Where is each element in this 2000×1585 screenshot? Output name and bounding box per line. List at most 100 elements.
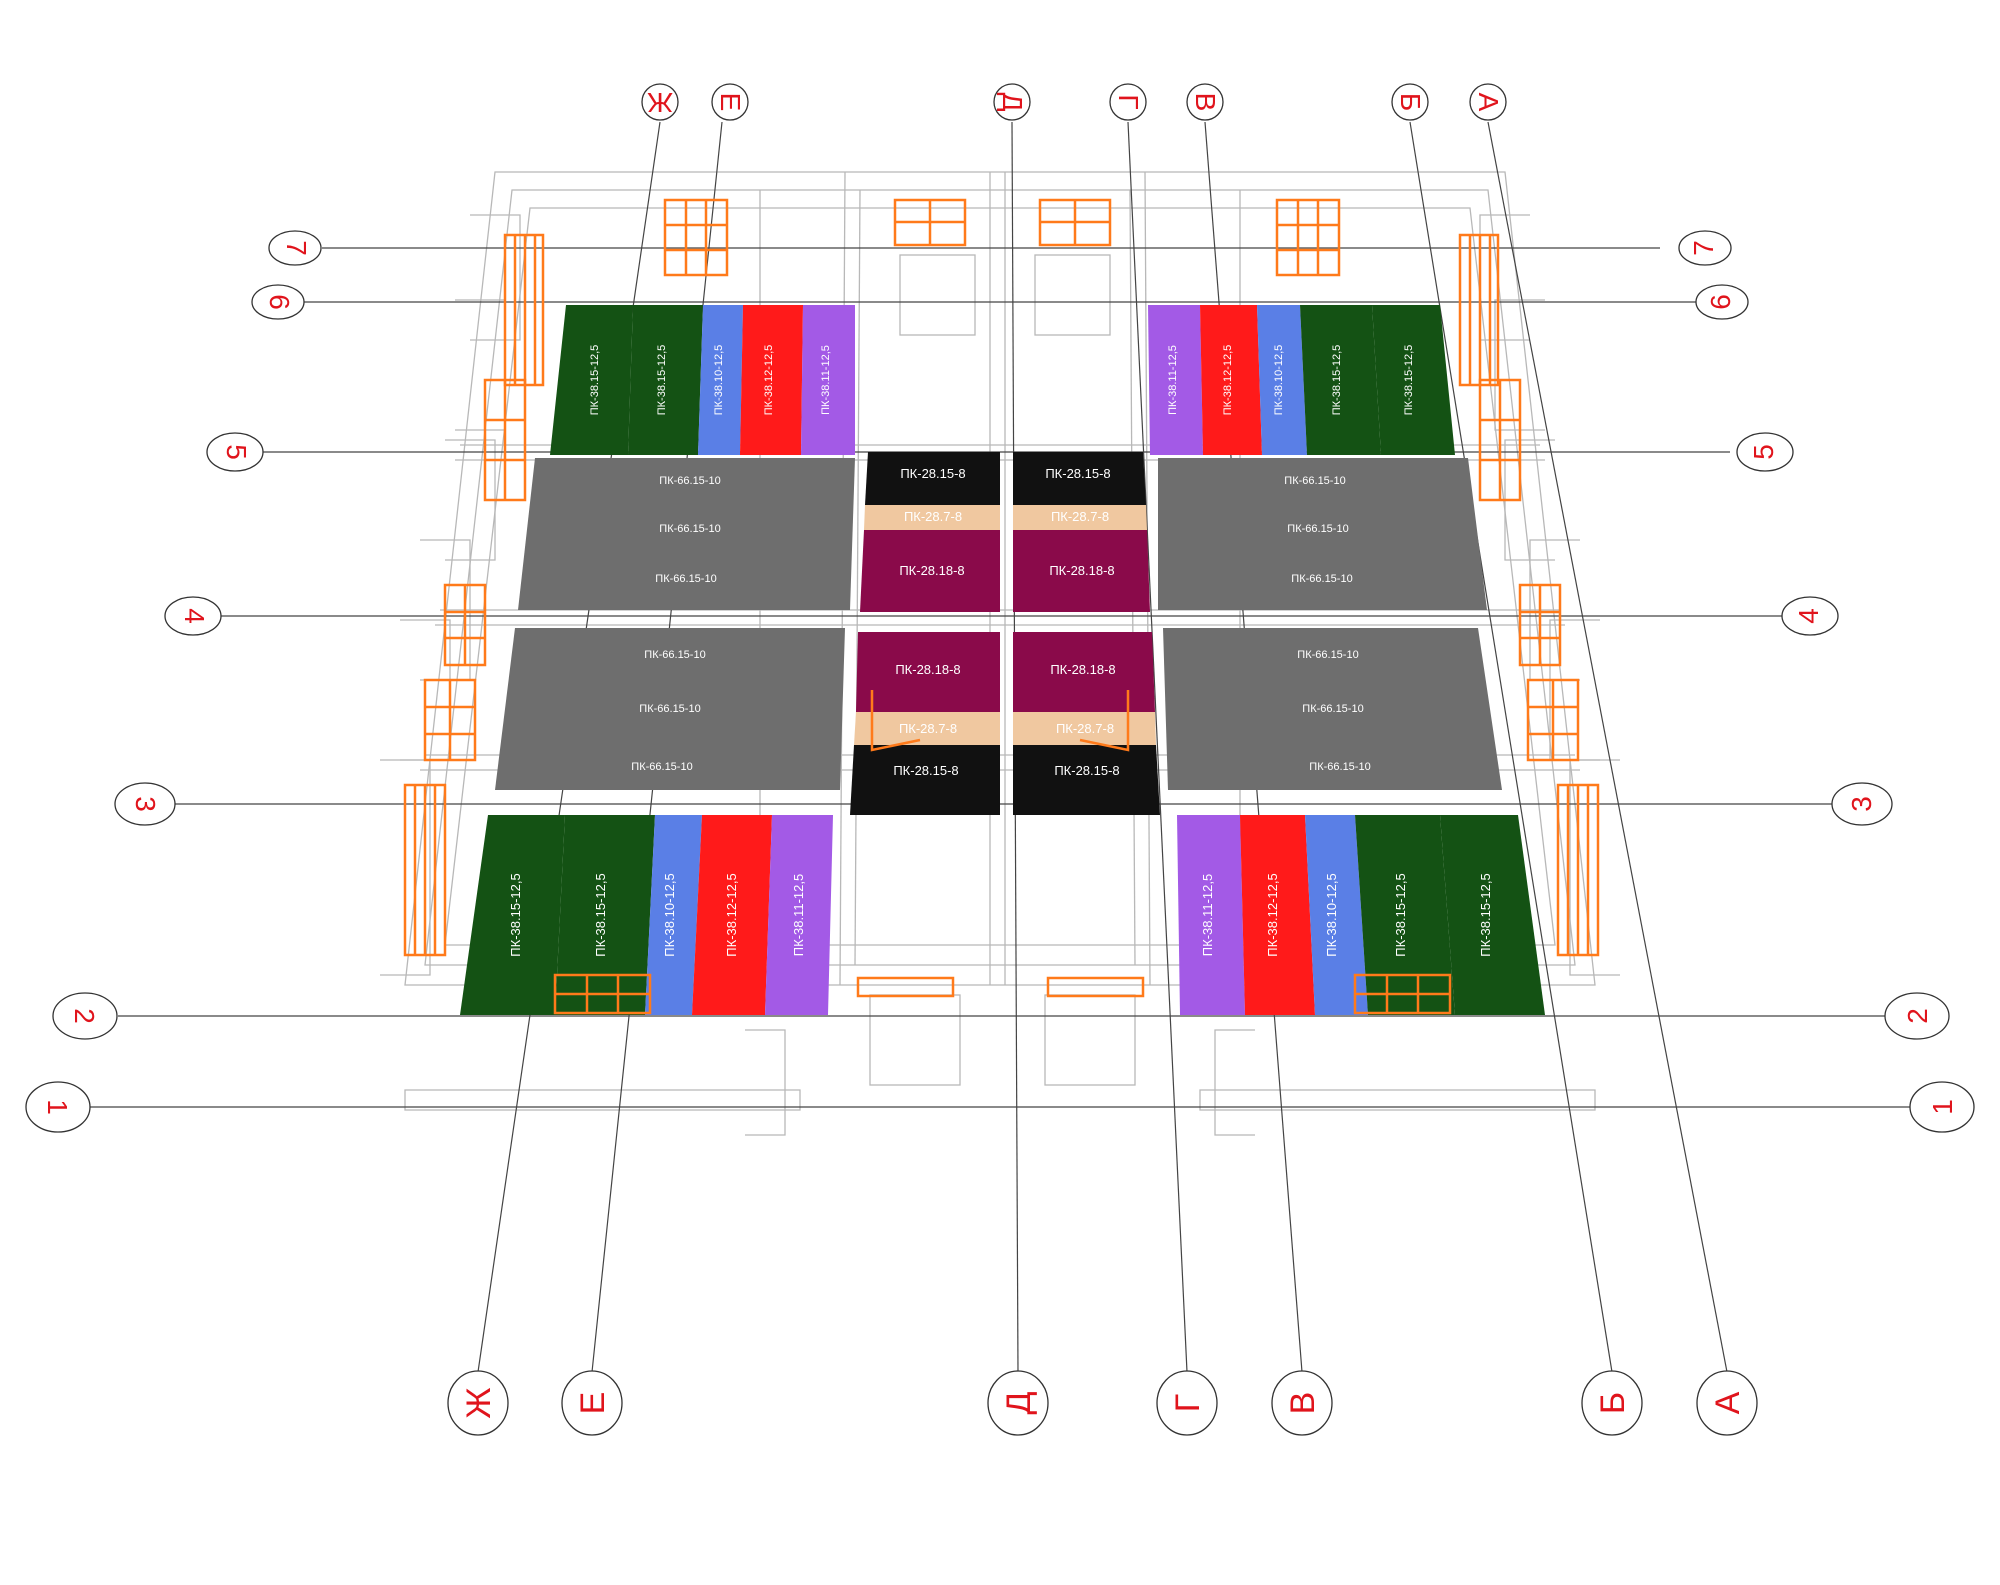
- slab-label: ПК-28.7-8: [904, 509, 962, 524]
- svg-text:Б: Б: [1395, 93, 1426, 111]
- slab-pk-28-7: [854, 712, 1000, 745]
- svg-text:А: А: [1473, 93, 1504, 112]
- slab-label: ПК-28.18-8: [1050, 662, 1115, 677]
- axis-bubbles-left: 7 6 5 4 3 2 1: [25, 230, 322, 1133]
- slab-label: ПК-66.15-10: [1291, 573, 1352, 585]
- slab-label: ПК-28.15-8: [1054, 763, 1119, 778]
- slab-label: ПК-66.15-10: [1302, 703, 1363, 715]
- slab-pk-28-15: [1013, 745, 1160, 815]
- axis-bubble-7-right: 7: [1678, 230, 1732, 266]
- axis-bubble-6-right: 6: [1695, 284, 1749, 320]
- slab-pk-38-10: [1305, 815, 1368, 1015]
- svg-text:Е: Е: [715, 93, 746, 112]
- slab-label: ПК-66.15-10: [655, 573, 716, 585]
- slab-label: ПК-38.11-12,5: [1200, 874, 1215, 956]
- slab-pk-28-18: [1013, 530, 1150, 612]
- slab-pk-38-15: [1300, 305, 1381, 455]
- window-icon: [1046, 976, 1145, 998]
- slab-pk-66-lower-right: [1163, 628, 1502, 790]
- slab-group-bottom-left: ПК-38.15-12,5 ПК-38.15-12,5 ПК-38.10-12,…: [460, 815, 833, 1015]
- axis-bubble-b-bottom: Б: [1581, 1370, 1643, 1436]
- svg-text:Ж: Ж: [647, 87, 673, 118]
- svg-text:6: 6: [264, 294, 295, 310]
- slab-pk-38-10: [698, 305, 743, 455]
- slab-label: ПК-28.15-8: [900, 466, 965, 481]
- slab-pk-38-15: [1355, 815, 1455, 1015]
- slab-pk-28-15: [865, 452, 1000, 505]
- slab-label: ПК-38.15-12,5: [589, 345, 601, 416]
- axis-bubble-v-bottom: В: [1271, 1370, 1333, 1436]
- slab-group-bottom-right: ПК-38.11-12,5 ПК-38.12-12,5 ПК-38.10-12,…: [1177, 815, 1545, 1015]
- slab-label: ПК-38.11-12,5: [820, 345, 832, 415]
- axis-bubble-4-left: 4: [164, 596, 222, 636]
- axis-bubble-e-top: Е: [711, 83, 749, 121]
- svg-text:В: В: [1284, 1392, 1322, 1415]
- slab-label: ПК-66.15-10: [659, 475, 720, 487]
- slab-label: ПК-28.7-8: [1056, 721, 1114, 736]
- axis-bubble-5-right: 5: [1736, 432, 1794, 472]
- axis-bubble-zh-top: Ж: [641, 83, 679, 121]
- svg-text:Е: Е: [574, 1392, 612, 1415]
- window-icon: [553, 973, 652, 1015]
- slab-label: ПК-66.15-10: [631, 761, 692, 773]
- slab-label: ПК-28.18-8: [895, 662, 960, 677]
- slab-label: ПК-38.10-12,5: [662, 873, 677, 956]
- slab-pk-38-11: [1177, 815, 1245, 1015]
- window-icon: [1353, 973, 1452, 1015]
- slab-label: ПК-38.15-12,5: [508, 873, 523, 956]
- svg-text:7: 7: [1688, 240, 1719, 256]
- svg-text:2: 2: [1902, 1008, 1933, 1024]
- axis-bubble-d-top: Д: [993, 83, 1031, 121]
- svg-text:1: 1: [42, 1099, 73, 1115]
- axis-bubble-d-bottom: Д: [987, 1370, 1049, 1436]
- slab-label: ПК-66.15-10: [644, 649, 705, 661]
- window-icon: [443, 583, 487, 667]
- slab-label: ПК-66.15-10: [1287, 523, 1348, 535]
- axis-bubble-g-top: Г: [1109, 83, 1147, 121]
- slab-pk-28-18: [1013, 632, 1155, 712]
- axis-bubbles-bottom: Ж Е Д Г В Б А: [447, 1370, 1758, 1436]
- slab-pk-66-upper-right: [1158, 458, 1487, 610]
- svg-text:А: А: [1709, 1391, 1747, 1414]
- svg-text:В: В: [1190, 93, 1221, 112]
- slab-pk-38-15: [628, 305, 703, 455]
- window-icon: [483, 378, 527, 502]
- slab-label: ПК-38.11-12,5: [791, 874, 806, 956]
- slab-pk-38-15: [1440, 815, 1545, 1015]
- slab-pk-38-10: [1257, 305, 1307, 455]
- axis-bubbles-top: Ж Е Д Г В Б А: [641, 83, 1507, 121]
- slab-pk-38-15: [1372, 305, 1455, 455]
- window-icon: [1458, 233, 1500, 387]
- slab-label: ПК-38.15-12,5: [1393, 873, 1408, 956]
- slab-group-top-left: ПК-38.15-12,5 ПК-38.15-12,5 ПК-38.10-12,…: [550, 305, 855, 455]
- axis-bubble-2-right: 2: [1884, 992, 1950, 1040]
- slab-pk-66-upper-left: [518, 458, 855, 610]
- slab-label: ПК-28.18-8: [1049, 563, 1114, 578]
- slab-label: ПК-38.15-12,5: [1331, 345, 1343, 416]
- svg-text:7: 7: [281, 240, 312, 256]
- slab-pk-38-11: [801, 305, 855, 455]
- window-icon: [423, 678, 477, 762]
- axis-bubbles-right: 7 6 5 4 3 2 1: [1678, 230, 1975, 1133]
- slab-label: ПК-38.12-12,5: [763, 345, 775, 416]
- axis-bubble-3-right: 3: [1831, 782, 1893, 826]
- slab-pk-28-15: [850, 745, 1000, 815]
- window-frames: [403, 198, 1600, 1015]
- svg-text:Ж: Ж: [460, 1387, 498, 1418]
- slab-label: ПК-38.10-12,5: [713, 345, 725, 416]
- slab-pk-28-18: [856, 632, 1000, 712]
- axis-bubble-v-top: В: [1186, 83, 1224, 121]
- slab-pk-28-7: [864, 505, 1000, 530]
- window-icon: [1275, 198, 1341, 277]
- door-icon: [870, 690, 921, 752]
- slab-label: ПК-28.18-8: [899, 563, 964, 578]
- window-icon: [893, 198, 967, 247]
- svg-text:Г: Г: [1113, 94, 1144, 109]
- svg-text:1: 1: [1927, 1099, 1958, 1115]
- slab-label: ПК-66.15-10: [659, 523, 720, 535]
- slab-label: ПК-66.15-10: [1297, 649, 1358, 661]
- slab-pk-38-15: [555, 815, 655, 1015]
- slab-label: ПК-28.7-8: [899, 721, 957, 736]
- slab-pk-38-11: [1148, 305, 1203, 455]
